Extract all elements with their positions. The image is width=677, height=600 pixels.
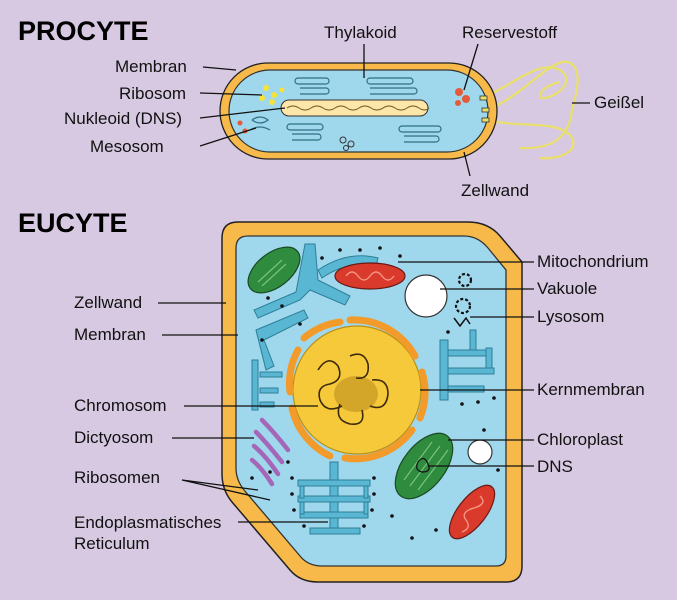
label-membran-procyte: Membran bbox=[115, 57, 187, 76]
chromosomes bbox=[317, 353, 389, 426]
label-zellwand-procyte: Zellwand bbox=[461, 181, 529, 200]
lysosomes bbox=[454, 272, 473, 315]
label-er-line1: Endoplasmatisches bbox=[74, 513, 221, 532]
mitochondrion-top bbox=[334, 262, 406, 290]
label-ribosomen: Ribosomen bbox=[74, 468, 160, 487]
label-vakuole: Vakuole bbox=[537, 279, 597, 298]
vacuole bbox=[404, 274, 448, 318]
label-reservestoff: Reservestoff bbox=[462, 23, 557, 42]
leader-ribosom bbox=[199, 92, 263, 96]
label-mitochondrium: Mitochondrium bbox=[537, 252, 649, 271]
eucyte-cell bbox=[221, 221, 523, 583]
procyte-title: PROCYTE bbox=[18, 16, 149, 46]
endoplasmic-reticulum bbox=[251, 243, 495, 535]
eucyte-title: EUCYTE bbox=[18, 208, 128, 238]
label-chloroplast: Chloroplast bbox=[537, 430, 623, 449]
leader-zellwand-procyte bbox=[463, 151, 471, 177]
nucleoid bbox=[280, 99, 429, 117]
label-kernmembran: Kernmembran bbox=[537, 380, 645, 399]
flagella bbox=[482, 60, 579, 160]
reserve-granules bbox=[237, 88, 470, 134]
label-nukleoid: Nukleoid (DNS) bbox=[64, 109, 182, 128]
label-mesosom: Mesosom bbox=[90, 137, 164, 156]
label-membran-eucyte: Membran bbox=[74, 325, 146, 344]
label-ribosom: Ribosom bbox=[119, 84, 186, 103]
label-dns: DNS bbox=[537, 457, 573, 476]
label-chromosom: Chromosom bbox=[74, 396, 167, 415]
procyte-ribosomes bbox=[259, 85, 285, 105]
leader-reservestoff bbox=[463, 43, 479, 91]
label-lysosom: Lysosom bbox=[537, 307, 604, 326]
leader-ribosomen bbox=[181, 479, 271, 501]
procyte-cell bbox=[219, 60, 579, 160]
leader-membran-procyte bbox=[202, 66, 237, 71]
nucleus bbox=[286, 316, 429, 463]
dictyosome bbox=[249, 417, 291, 487]
leader-nukleoid bbox=[199, 107, 286, 119]
label-dictyosom: Dictyosom bbox=[74, 428, 153, 447]
leader-mesosom bbox=[199, 127, 257, 147]
chloroplast-right bbox=[394, 432, 454, 500]
thylakoids bbox=[286, 77, 442, 143]
label-zellwand-eucyte: Zellwand bbox=[74, 293, 142, 312]
chloroplast-top bbox=[247, 246, 301, 294]
label-geissel: Geißel bbox=[594, 93, 644, 112]
procyte-vesicles bbox=[339, 136, 355, 151]
label-thylakoid: Thylakoid bbox=[324, 23, 397, 42]
label-er-line2: Reticulum bbox=[74, 534, 150, 553]
vacuole-small bbox=[467, 439, 493, 465]
mitochondrion-bottom bbox=[448, 484, 496, 540]
